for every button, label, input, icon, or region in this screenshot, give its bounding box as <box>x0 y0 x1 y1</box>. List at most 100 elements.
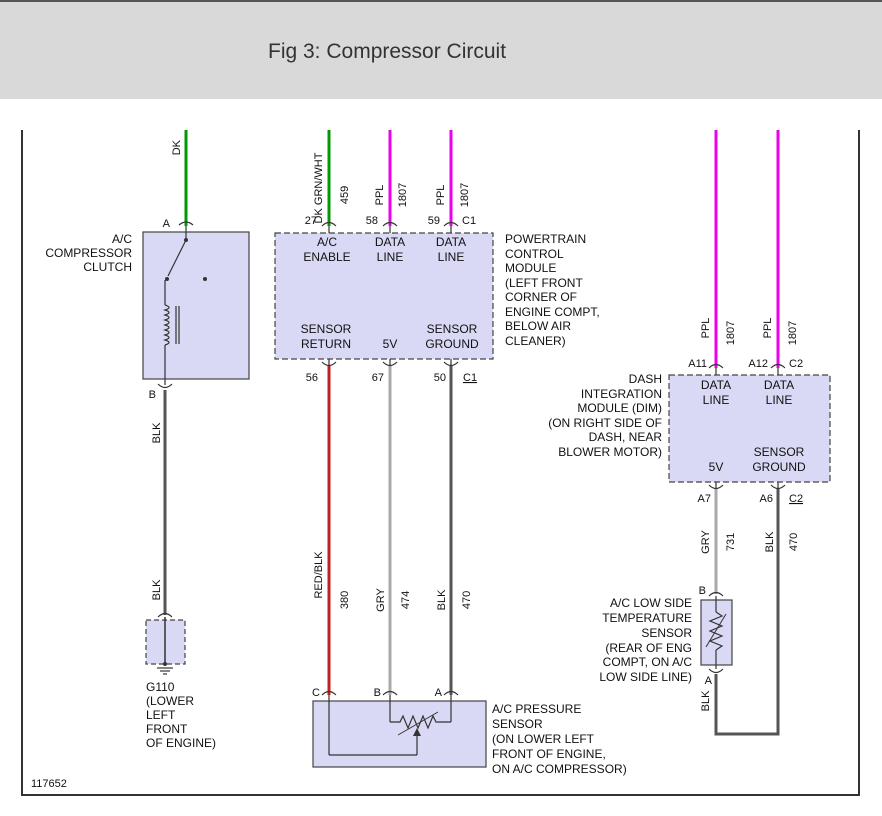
pressure-pin-c: C <box>312 687 320 699</box>
svg-text:PPL: PPL <box>762 318 774 339</box>
wire-label-474: GRY 474 <box>375 588 412 612</box>
pressure-pin-a: A <box>435 687 443 699</box>
svg-text:GRY: GRY <box>375 588 387 612</box>
pcm-output-2: SENSOR GROUND 50 <box>425 322 479 384</box>
temp-wire-color: BLK <box>700 690 712 711</box>
svg-text:(ON RIGHT SIDE OF: (ON RIGHT SIDE OF <box>548 416 662 430</box>
svg-text:A12: A12 <box>748 358 768 370</box>
svg-text:ON A/C COMPRESSOR): ON A/C COMPRESSOR) <box>492 762 627 776</box>
svg-text:COMPT, ON A/C: COMPT, ON A/C <box>603 655 693 669</box>
ground-wire-color: BLK <box>151 579 163 600</box>
svg-text:SENSOR: SENSOR <box>427 322 478 336</box>
dim-input-0: A11 PPL 1807 DATA LINE <box>688 318 737 407</box>
svg-text:470: 470 <box>461 591 473 609</box>
svg-text:(LOWER: (LOWER <box>146 694 194 708</box>
svg-text:COMPRESSOR: COMPRESSOR <box>45 246 132 260</box>
svg-text:ENGINE COMPT,: ENGINE COMPT, <box>505 305 600 319</box>
pressure-sensor-internal <box>328 695 452 756</box>
compressor-clutch <box>142 221 250 389</box>
svg-text:1807: 1807 <box>725 321 737 345</box>
svg-text:BLK: BLK <box>436 589 448 610</box>
svg-text:A/C PRESSURE: A/C PRESSURE <box>492 702 581 716</box>
dim-bottom-connector-icon <box>708 484 786 490</box>
svg-text:RED/BLK: RED/BLK <box>313 551 325 599</box>
svg-text:MODULE (DIM): MODULE (DIM) <box>577 401 662 415</box>
figure-id: 117652 <box>31 778 67 790</box>
svg-text:GROUND: GROUND <box>752 460 806 474</box>
dim-box <box>668 374 831 483</box>
svg-text:PPL: PPL <box>435 185 447 206</box>
svg-text:58: 58 <box>366 215 378 227</box>
pressure-pin-b: B <box>374 687 381 699</box>
svg-text:27: 27 <box>305 215 317 227</box>
dim-output-1: SENSOR GROUND A6 <box>752 445 806 505</box>
dim-connector-top: C2 <box>789 358 803 370</box>
svg-text:LINE: LINE <box>703 393 730 407</box>
temp-pin-b: B <box>699 585 706 597</box>
wiper-arrow-icon <box>413 728 421 736</box>
svg-text:CLEANER): CLEANER) <box>505 334 566 348</box>
svg-text:BLOWER MOTOR): BLOWER MOTOR) <box>558 445 662 459</box>
svg-text:LOW SIDE LINE): LOW SIDE LINE) <box>599 670 692 684</box>
diagram-frame <box>21 130 860 796</box>
svg-text:FRONT: FRONT <box>146 722 188 736</box>
clutch-pin-b: B <box>149 389 156 401</box>
svg-text:(LEFT FRONT: (LEFT FRONT <box>505 276 583 290</box>
svg-text:CLUTCH: CLUTCH <box>83 260 132 274</box>
ground-label: G110 (LOWER LEFT FRONT OF ENGINE) <box>146 680 216 750</box>
figure-title: Fig 3: Compressor Circuit <box>268 40 507 63</box>
svg-text:SENSOR: SENSOR <box>754 445 805 459</box>
clutch-ground-wire-color: BLK <box>151 422 163 443</box>
svg-text:A6: A6 <box>760 493 773 505</box>
wire-label-470: BLK 470 <box>436 589 473 610</box>
svg-text:DATA: DATA <box>764 378 794 392</box>
svg-text:BELOW AIR: BELOW AIR <box>505 319 571 333</box>
thermistor-icon <box>705 596 727 669</box>
svg-text:56: 56 <box>306 372 318 384</box>
wire-label-731: GRY 731 <box>700 530 737 554</box>
wire-label-470-dim: BLK 470 <box>764 531 800 552</box>
svg-text:67: 67 <box>372 372 384 384</box>
svg-text:A/C: A/C <box>112 232 132 246</box>
dim-output-0: 5V A7 <box>698 460 724 505</box>
svg-text:ENABLE: ENABLE <box>303 250 350 264</box>
svg-text:DASH: DASH <box>629 372 662 386</box>
svg-text:5V: 5V <box>709 460 724 474</box>
svg-text:DATA: DATA <box>375 235 405 249</box>
clutch-wire-color: DK <box>171 139 183 155</box>
svg-text:LEFT: LEFT <box>146 708 176 722</box>
svg-text:OF ENGINE): OF ENGINE) <box>146 736 216 750</box>
svg-text:A11: A11 <box>688 358 707 370</box>
pressure-sensor-label: A/C PRESSURE SENSOR (ON LOWER LEFT FRONT… <box>492 702 627 776</box>
svg-text:A/C LOW SIDE: A/C LOW SIDE <box>610 596 692 610</box>
svg-text:RETURN: RETURN <box>301 337 351 351</box>
svg-text:(ON LOWER LEFT: (ON LOWER LEFT <box>492 732 595 746</box>
svg-text:CORNER OF: CORNER OF <box>505 290 577 304</box>
svg-text:474: 474 <box>400 591 412 609</box>
pcm-label: POWERTRAIN CONTROL MODULE (LEFT FRONT CO… <box>505 232 600 348</box>
temp-sensor-top-connector-icon <box>708 591 724 597</box>
pcm-top-connector-icon <box>321 221 459 227</box>
svg-text:380: 380 <box>339 591 351 609</box>
svg-text:1807: 1807 <box>787 321 799 345</box>
svg-text:731: 731 <box>725 533 737 551</box>
dim-input-1: A12 PPL 1807 DATA LINE <box>748 318 799 407</box>
svg-text:LINE: LINE <box>766 393 793 407</box>
clutch-coil-icon <box>162 304 170 346</box>
svg-text:DK GRN/WHT: DK GRN/WHT <box>313 152 325 223</box>
svg-text:POWERTRAIN: POWERTRAIN <box>505 232 586 246</box>
pressure-sensor-connector-icon <box>321 690 459 696</box>
svg-text:GROUND: GROUND <box>425 337 479 351</box>
svg-text:1807: 1807 <box>397 183 409 207</box>
svg-text:459: 459 <box>339 186 351 204</box>
svg-text:SENSOR: SENSOR <box>641 626 692 640</box>
svg-text:TEMPERATURE: TEMPERATURE <box>602 611 692 625</box>
pcm-connector-top: C1 <box>462 215 476 227</box>
svg-text:GRY: GRY <box>700 530 712 554</box>
svg-text:CONTROL: CONTROL <box>505 247 564 261</box>
pressure-sensor-resistor-icon <box>390 714 451 730</box>
temp-pin-a: A <box>705 675 713 687</box>
pcm-connector-bottom: C1 <box>463 372 477 384</box>
clutch-switch-icon <box>167 239 187 277</box>
svg-text:DATA: DATA <box>436 235 466 249</box>
